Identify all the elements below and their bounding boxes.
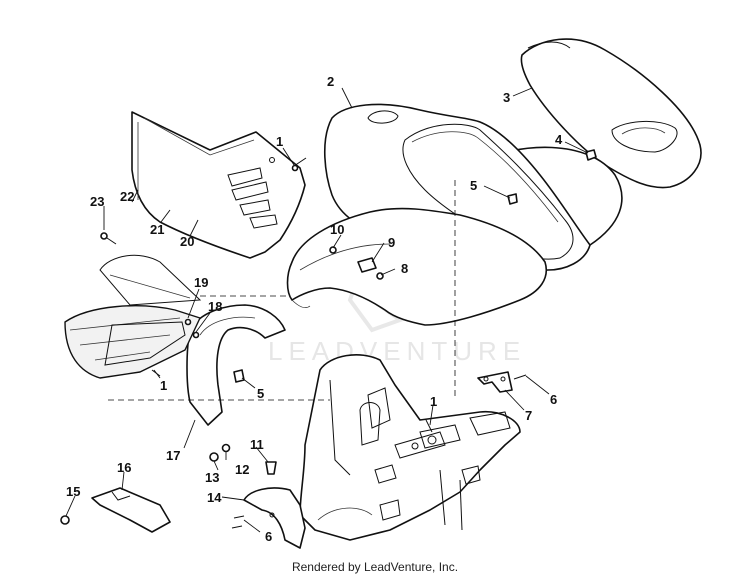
callout-1-center: 1	[430, 394, 437, 409]
front-guard-part	[243, 487, 306, 549]
callout-20: 20	[180, 234, 194, 249]
callout-22: 22	[120, 189, 134, 204]
callout-1-upper: 1	[276, 134, 283, 149]
callout-11: 11	[250, 437, 264, 452]
hardware-parts	[60, 149, 597, 529]
callout-7: 7	[525, 408, 532, 423]
callout-19: 19	[194, 275, 208, 290]
callout-18: 18	[208, 299, 222, 314]
callout-6-right: 6	[550, 392, 557, 407]
side-plate-part	[91, 487, 171, 533]
callout-2: 2	[327, 74, 334, 89]
callout-9: 9	[388, 235, 395, 250]
bracket-part	[477, 371, 513, 393]
callout-3: 3	[503, 90, 510, 105]
callout-15: 15	[66, 484, 80, 499]
callout-13: 13	[205, 470, 219, 485]
callout-1-left: 1	[160, 378, 167, 393]
callout-12: 12	[235, 462, 249, 477]
callout-5-upper: 5	[470, 178, 477, 193]
front-fender-part	[286, 207, 547, 326]
callout-6-lower: 6	[265, 529, 272, 544]
callout-14: 14	[207, 490, 222, 505]
callout-labels: 2 3 4 5 1 10 9 8 22 21 20 23 19 18 1 5 1…	[66, 74, 563, 544]
callout-10: 10	[330, 222, 344, 237]
main-frame-part	[299, 354, 521, 541]
leader-lines	[65, 87, 589, 533]
callout-17: 17	[166, 448, 180, 463]
footer-credit: Rendered by LeadVenture, Inc.	[291, 560, 459, 574]
callout-16: 16	[117, 460, 131, 475]
watermark: LEADVENTURE	[268, 236, 526, 366]
callout-21: 21	[150, 222, 164, 237]
callout-8: 8	[401, 261, 408, 276]
callout-4: 4	[555, 132, 563, 147]
callout-5-lower: 5	[257, 386, 264, 401]
front-panel-part	[131, 111, 306, 259]
seat-part	[520, 38, 702, 189]
callout-23: 23	[90, 194, 104, 209]
floor-frame-part	[64, 254, 202, 379]
watermark-text: LEADVENTURE	[268, 336, 526, 366]
